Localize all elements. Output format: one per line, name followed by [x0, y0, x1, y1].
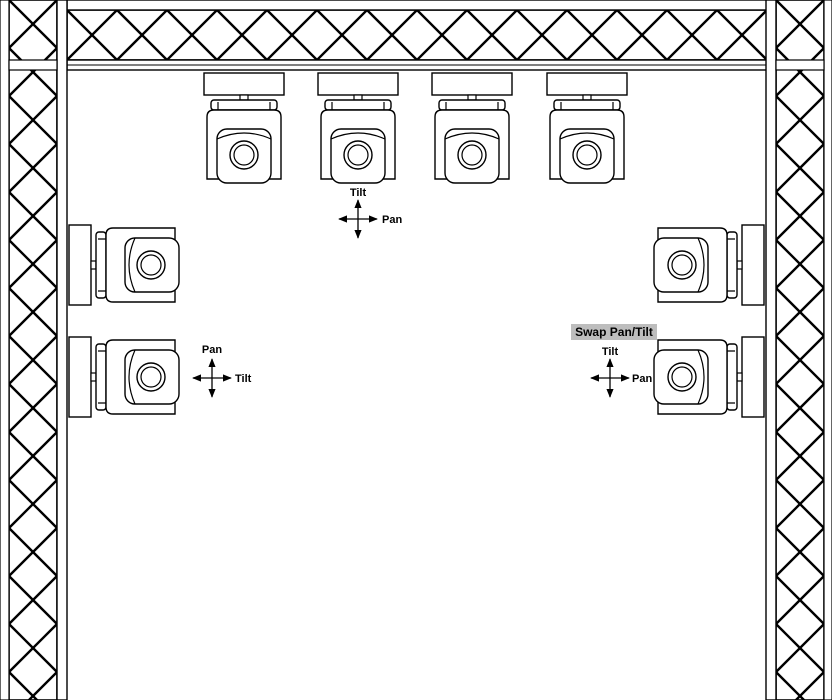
- pan-label: Pan: [202, 344, 222, 356]
- tilt-label: Tilt: [350, 187, 367, 199]
- fixtures-top-row: [203, 72, 628, 184]
- swap-badge-background: [571, 324, 657, 340]
- moving-head-light-icon: [653, 336, 765, 418]
- axis-indicator-left: Pan Tilt: [193, 344, 252, 397]
- moving-head-light-icon: [203, 72, 285, 184]
- moving-head-light-icon: [68, 224, 180, 306]
- pan-label: Pan: [632, 373, 652, 385]
- tilt-label: Tilt: [235, 373, 252, 385]
- truss-top-beam: [66, 0, 768, 71]
- fixtures-left-column: [68, 224, 180, 418]
- truss-left-column: [0, 0, 68, 700]
- tilt-label: Tilt: [602, 346, 619, 358]
- moving-head-light-icon: [546, 72, 628, 184]
- moving-head-light-icon: [653, 224, 765, 306]
- axis-indicator-top: Tilt Pan: [339, 187, 402, 238]
- fixtures-right-column: [653, 224, 765, 418]
- four-way-arrow-icon: [339, 200, 377, 238]
- moving-head-light-icon: [68, 336, 180, 418]
- four-way-arrow-icon: [193, 359, 231, 397]
- swap-pan-tilt-badge: Swap Pan/Tilt: [575, 325, 653, 339]
- four-way-arrow-icon: [591, 359, 629, 397]
- truss-right-column: [765, 0, 832, 700]
- pan-label: Pan: [382, 214, 402, 226]
- axis-indicator-right: Swap Pan/Tilt Tilt Pan: [571, 324, 657, 397]
- moving-head-light-icon: [317, 72, 399, 184]
- moving-head-light-icon: [431, 72, 513, 184]
